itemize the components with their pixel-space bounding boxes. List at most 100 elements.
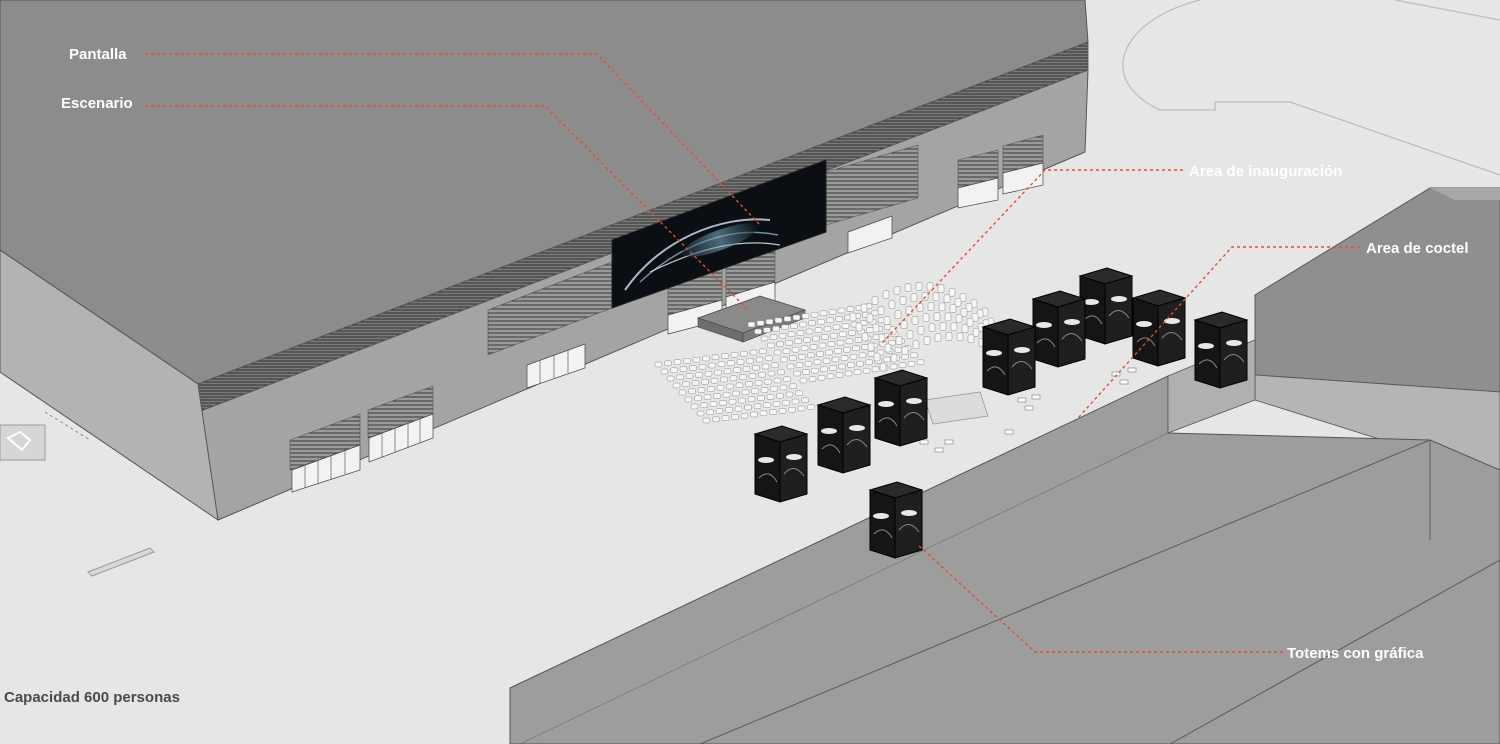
seat (781, 324, 789, 331)
seat (934, 333, 942, 342)
seat (893, 286, 901, 295)
seat (971, 313, 979, 322)
label-totems: Totems con gráfica (1287, 645, 1424, 662)
seat (866, 327, 874, 333)
seat (760, 335, 769, 342)
seat (822, 358, 831, 364)
seat (722, 391, 731, 398)
seat (884, 343, 892, 353)
seat (747, 321, 756, 328)
seat (749, 349, 758, 356)
seat (830, 332, 838, 339)
leader-lines (145, 53, 1360, 653)
seat (698, 363, 707, 370)
seat (855, 322, 863, 332)
seat (801, 397, 809, 404)
seat (769, 409, 777, 415)
seat (832, 324, 841, 331)
seat (795, 390, 803, 397)
seat (808, 320, 816, 326)
seat (708, 362, 716, 369)
totems (753, 267, 1249, 559)
leader-line-escenario (145, 105, 751, 313)
seat (664, 360, 672, 367)
seat (912, 340, 920, 349)
label-area-inauguracion: Area de inauguración (1189, 163, 1343, 180)
seat (774, 317, 783, 324)
seat (835, 372, 844, 378)
seat (765, 355, 773, 362)
seat (715, 408, 724, 414)
seat (727, 360, 735, 366)
seat (901, 346, 909, 355)
seat (766, 394, 775, 400)
seat (840, 355, 849, 361)
seat (972, 328, 980, 337)
seat (776, 392, 784, 399)
seat (817, 374, 826, 381)
seat (679, 366, 688, 372)
leader-line-coctel (1077, 246, 1360, 419)
seat (821, 334, 829, 340)
seat (767, 370, 776, 377)
seat (695, 372, 703, 378)
seat (907, 360, 916, 367)
seat (834, 348, 842, 354)
seat (879, 362, 887, 372)
seat (778, 332, 787, 339)
main-building (0, 0, 1089, 522)
seat (735, 382, 744, 389)
label-pantalla: Pantalla (69, 46, 127, 63)
seat (755, 356, 764, 363)
leader-line-pantalla (145, 53, 761, 226)
seat (776, 341, 784, 347)
seat (849, 353, 858, 360)
seat (882, 290, 890, 299)
seat (676, 374, 684, 381)
totem (1193, 311, 1249, 389)
seat (927, 302, 935, 311)
seat (723, 368, 732, 375)
seat (720, 376, 728, 383)
seat (837, 307, 846, 314)
seat (844, 370, 853, 377)
seat (966, 318, 974, 327)
seat (899, 296, 907, 305)
seat (753, 403, 762, 410)
seat (690, 403, 699, 410)
seat (725, 407, 733, 413)
seat (702, 417, 711, 424)
totem (753, 425, 809, 503)
seat (673, 359, 682, 365)
seat (848, 330, 856, 336)
seat (811, 367, 819, 374)
seat (666, 375, 675, 382)
totem (1078, 267, 1134, 345)
seat (805, 328, 814, 335)
seat (799, 321, 807, 328)
road-outline (1122, 0, 1500, 176)
seat (787, 331, 796, 338)
seat (819, 310, 828, 317)
seat (810, 311, 819, 318)
seat (716, 384, 725, 391)
seat (827, 341, 836, 347)
seat (721, 415, 730, 421)
seat (911, 316, 919, 325)
seat (937, 284, 945, 294)
seat (770, 385, 778, 392)
seating-area (654, 282, 1019, 424)
seat (959, 293, 967, 302)
seat (828, 309, 837, 315)
seat (814, 327, 823, 333)
seat (809, 344, 818, 350)
tech-desk (924, 391, 989, 425)
seat (839, 331, 847, 338)
seat (841, 323, 850, 329)
seat (939, 322, 947, 331)
seat (704, 370, 713, 377)
seat (916, 303, 924, 312)
seat (846, 306, 855, 312)
seat (950, 322, 958, 332)
seat (702, 355, 710, 362)
